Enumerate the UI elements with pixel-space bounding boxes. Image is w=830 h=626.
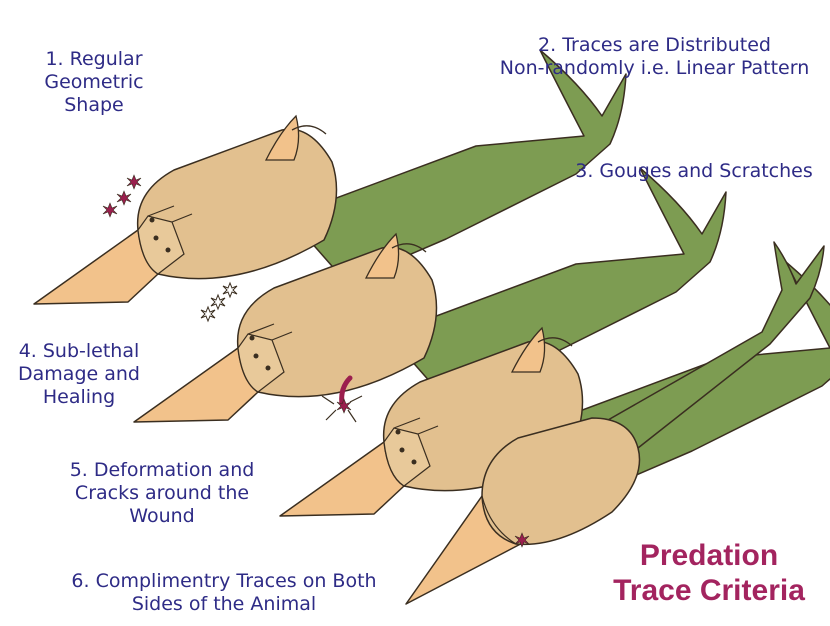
criterion-6-label: 6. Complimentry Traces on Both Sides of … bbox=[44, 570, 404, 616]
criterion-5-label: 5. Deformation and Cracks around the Wou… bbox=[52, 459, 272, 527]
criterion-3-label: 3. Gouges and Scratches bbox=[564, 160, 824, 183]
criterion-4-label: 4. Sub-lethal Damage and Healing bbox=[4, 340, 154, 408]
criterion-1-label: 1. Regular Geometric Shape bbox=[20, 48, 168, 116]
criterion-2-label: 2. Traces are Distributed Non-randomly i… bbox=[482, 34, 827, 80]
diagram-title: Predation Trace Criteria bbox=[594, 538, 824, 609]
